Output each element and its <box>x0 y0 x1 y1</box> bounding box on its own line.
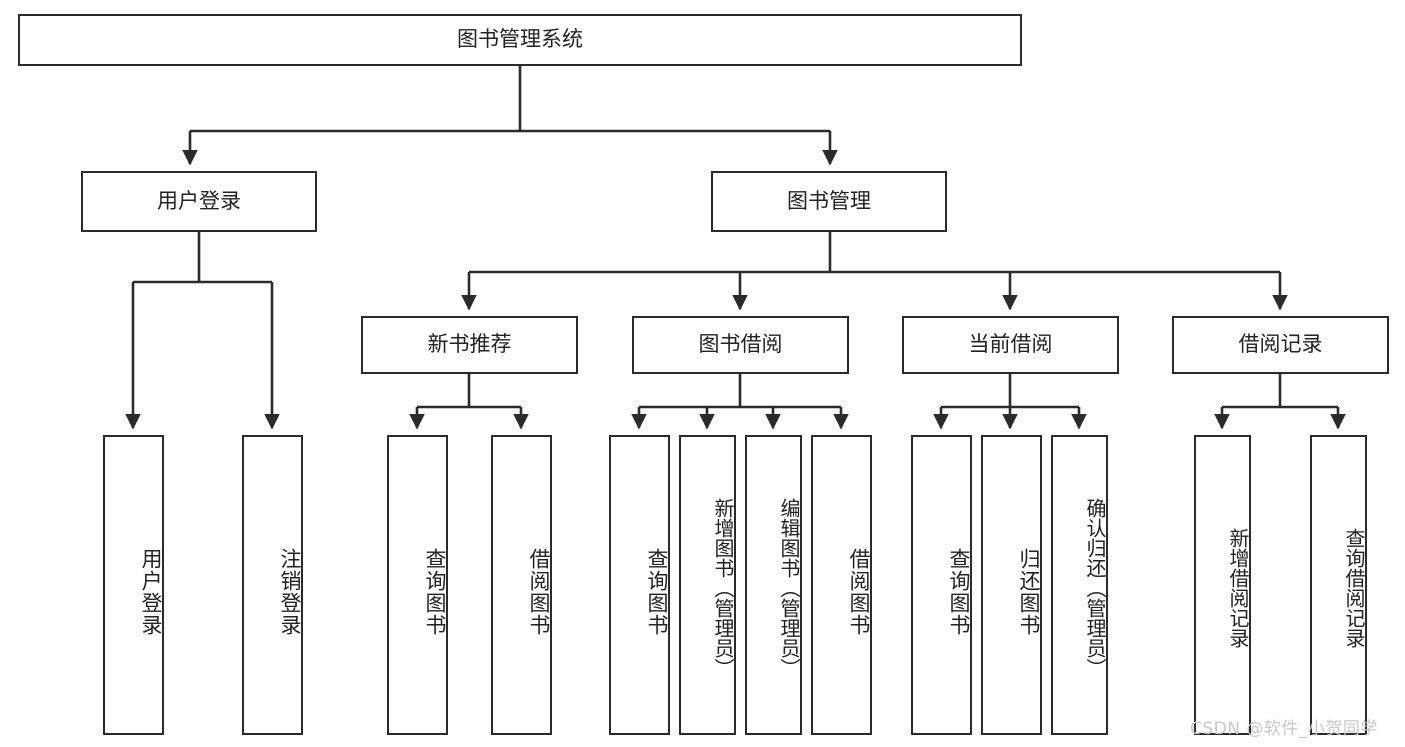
node-label: 当前借阅 <box>968 332 1053 357</box>
node-label: 查询图书 <box>947 548 971 636</box>
node-label: 查询借阅记录 <box>1342 528 1366 648</box>
leaf-current-borrow-query-book[interactable]: 查询图书 <box>911 435 972 735</box>
csdn-watermark: CSDN @软件_小贺同学 <box>1190 719 1378 739</box>
leaf-current-borrow-confirm-return-admin[interactable]: 确认归还（管理员） <box>1051 435 1108 735</box>
node-label: 编辑图书（管理员） <box>777 498 801 678</box>
leaf-borrow-record-query-record[interactable]: 查询借阅记录 <box>1310 435 1367 735</box>
node-label: 用户登录 <box>139 548 163 636</box>
leaf-user-login-user-login[interactable]: 用户登录 <box>103 435 164 735</box>
node-label: 用户登录 <box>157 188 241 213</box>
node-user-login[interactable]: 用户登录 <box>81 171 317 232</box>
node-label: 归还图书 <box>1017 548 1041 636</box>
leaf-book-borrow-add-book-admin[interactable]: 新增图书（管理员） <box>679 435 736 735</box>
node-label: 新增图书（管理员） <box>711 498 735 678</box>
node-label: 查询图书 <box>645 548 669 636</box>
node-borrow-record[interactable]: 借阅记录 <box>1172 316 1389 374</box>
node-root-book-management-system[interactable]: 图书管理系统 <box>18 14 1022 66</box>
leaf-new-book-query-book[interactable]: 查询图书 <box>387 435 448 735</box>
node-label: 借阅记录 <box>1238 332 1323 357</box>
leaf-borrow-record-add-record[interactable]: 新增借阅记录 <box>1194 435 1251 735</box>
node-label: 借阅图书 <box>527 548 551 636</box>
node-label: 新增借阅记录 <box>1226 528 1250 648</box>
node-label: 借阅图书 <box>847 548 871 636</box>
leaf-current-borrow-return-book[interactable]: 归还图书 <box>981 435 1042 735</box>
node-label: 图书管理 <box>787 188 871 213</box>
node-book-borrow[interactable]: 图书借阅 <box>632 316 849 374</box>
node-label: 新书推荐 <box>427 332 512 357</box>
leaf-book-borrow-borrow-book[interactable]: 借阅图书 <box>811 435 872 735</box>
node-new-book-recommend[interactable]: 新书推荐 <box>361 316 578 374</box>
leaf-user-login-logout[interactable]: 注销登录 <box>242 435 303 735</box>
leaf-book-borrow-edit-book-admin[interactable]: 编辑图书（管理员） <box>745 435 802 735</box>
leaf-book-borrow-query-book[interactable]: 查询图书 <box>609 435 670 735</box>
node-label: 注销登录 <box>278 548 302 636</box>
leaf-new-book-borrow-book[interactable]: 借阅图书 <box>491 435 552 735</box>
node-label: 确认归还（管理员） <box>1083 498 1107 678</box>
node-book-management[interactable]: 图书管理 <box>711 171 947 232</box>
node-label: 图书管理系统 <box>457 27 583 52</box>
node-label: 查询图书 <box>423 548 447 636</box>
node-current-borrow[interactable]: 当前借阅 <box>902 316 1119 374</box>
node-label: 图书借阅 <box>698 332 783 357</box>
